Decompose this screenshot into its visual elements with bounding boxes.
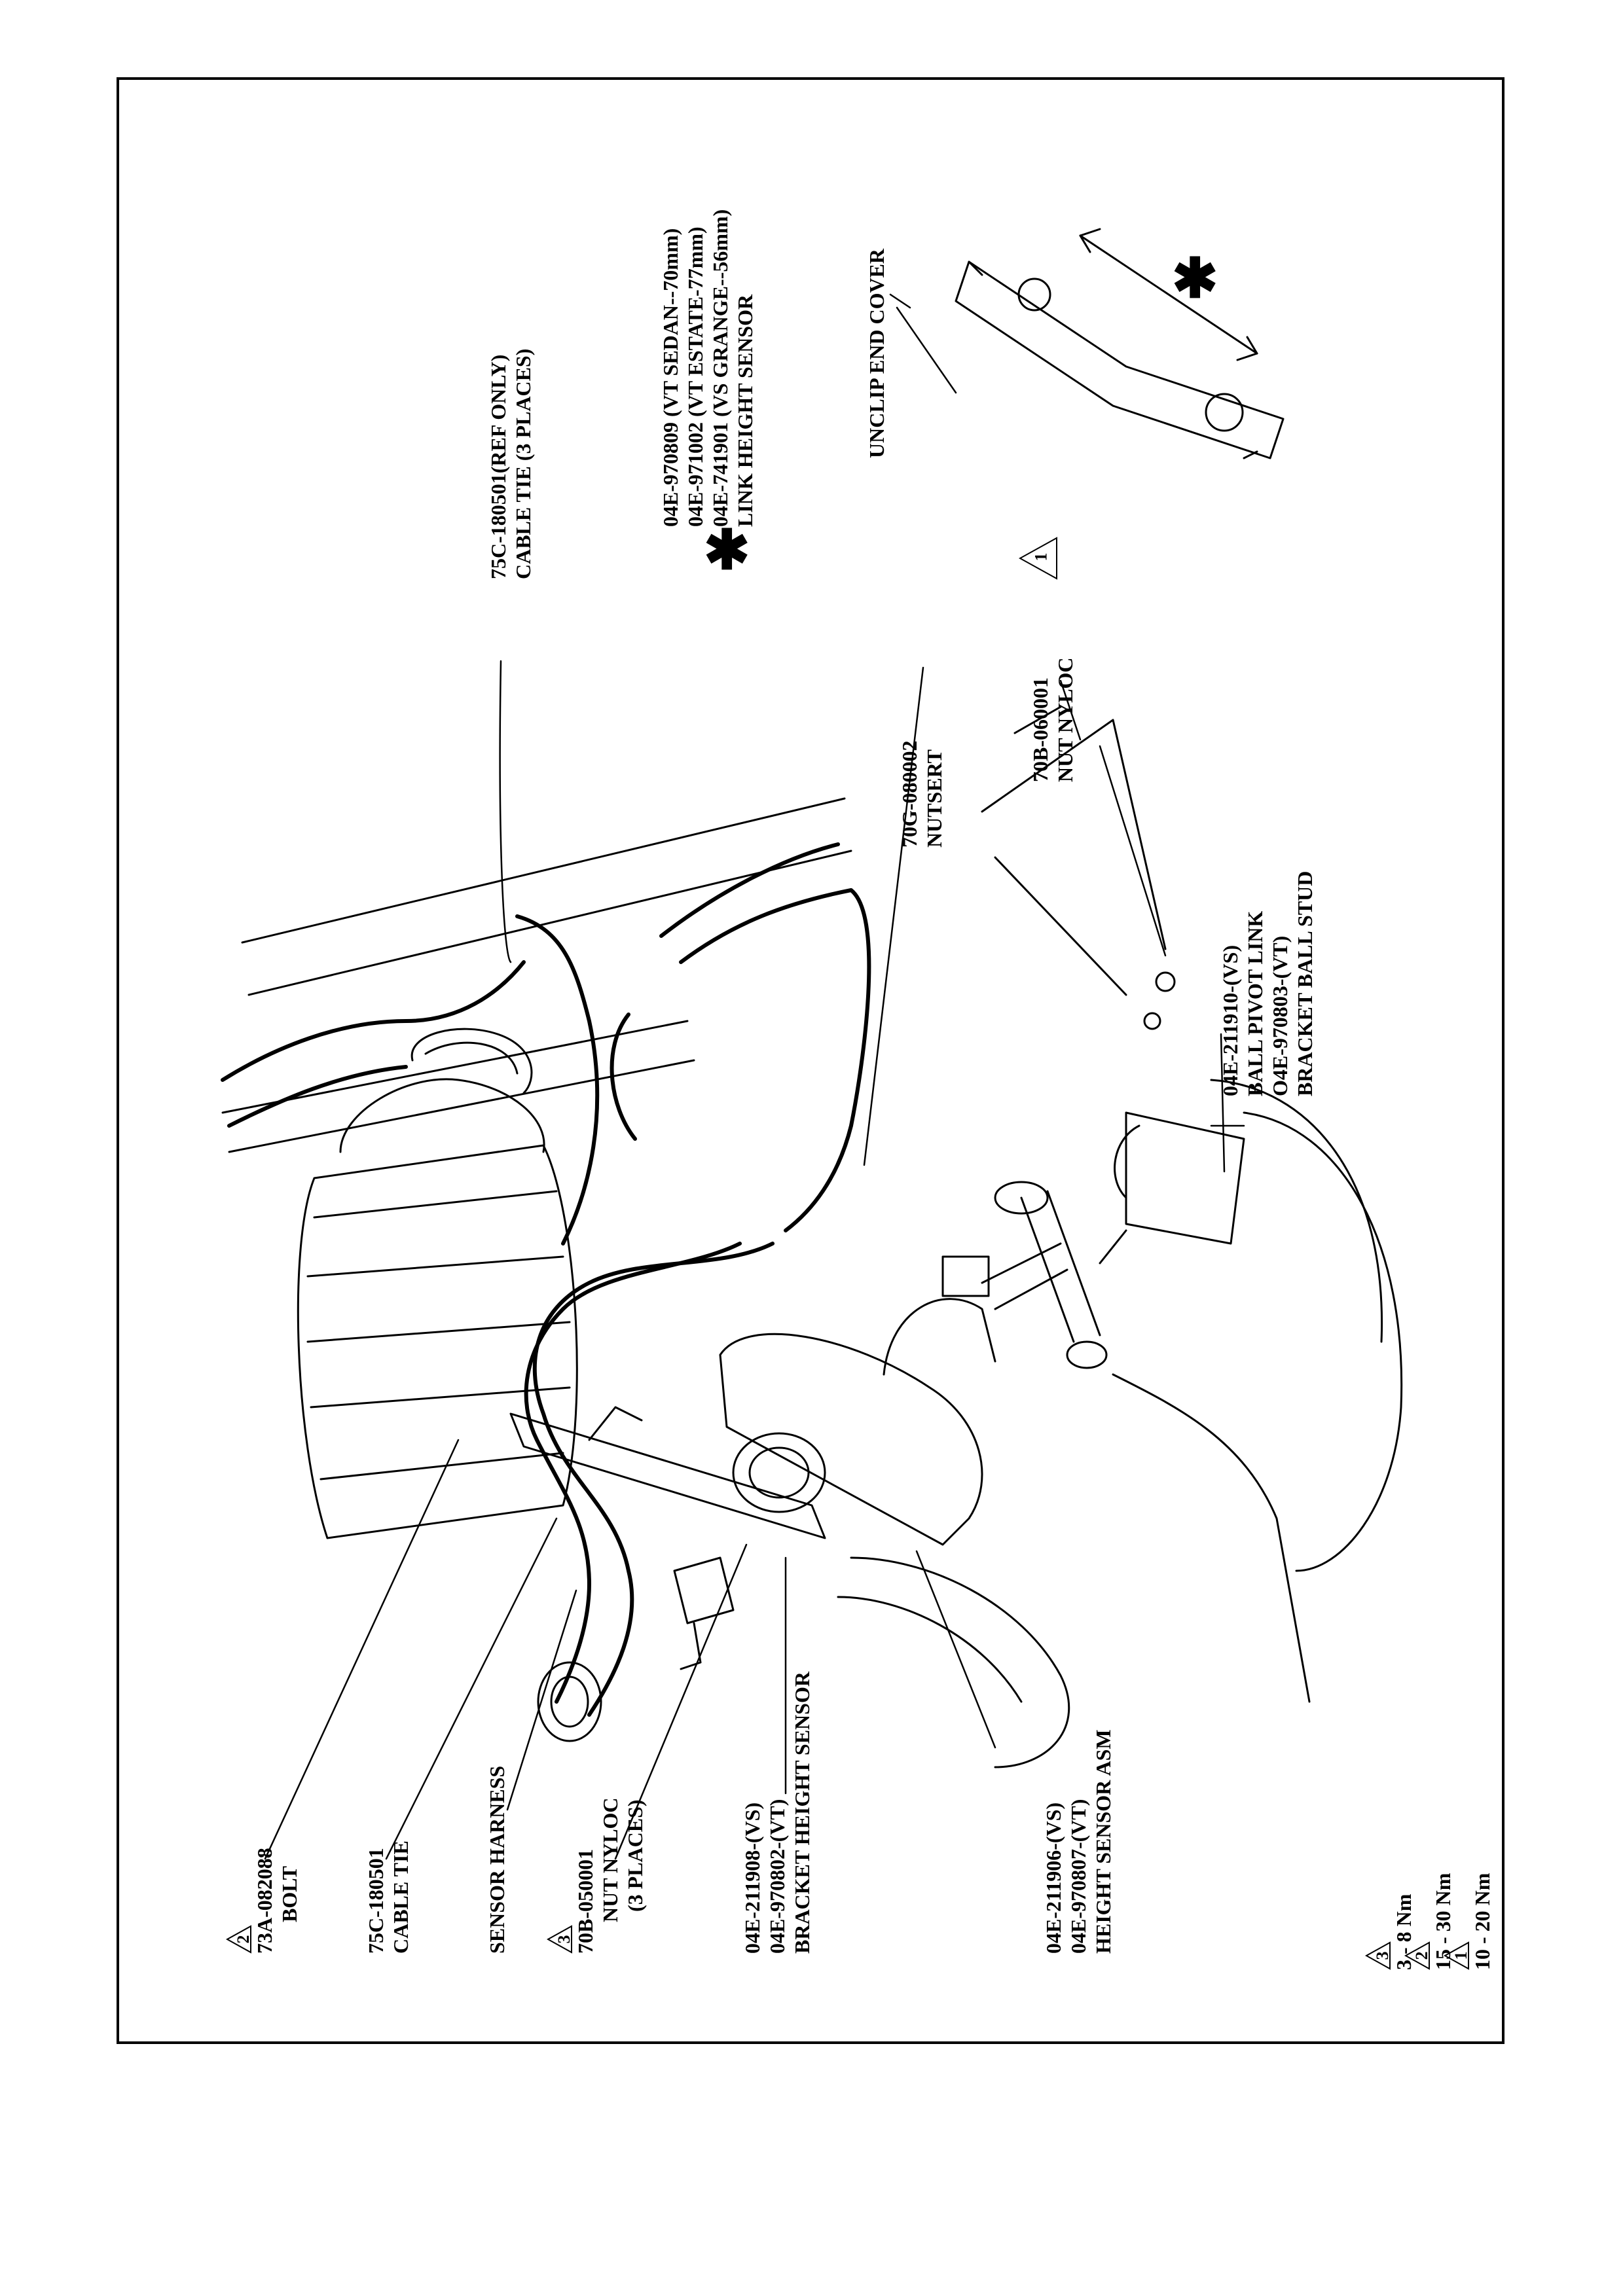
torque-badge-icon: 3 <box>547 1925 574 1954</box>
drawing-frame <box>117 77 1504 2044</box>
torque-badge-icon: 2 <box>1404 1941 1431 1970</box>
end-cover-inset <box>955 228 1285 459</box>
label-height-sensor-asm: 04E-211906-(VS) 04E-970807-(VT) HEIGHT S… <box>1042 1729 1115 1954</box>
label-unclip-end-cover: UNCLIP END COVER <box>865 248 888 458</box>
label-link-height-sensor: 04E-970809 (VT SEDAN--70mm) 04E-971002 (… <box>659 209 757 527</box>
torque-badge-icon: 1 <box>1019 537 1058 580</box>
torque-badge-icon: 1 <box>1444 1941 1470 1970</box>
torque-badge-icon: 3 <box>1365 1941 1392 1970</box>
frame-rails <box>221 706 1167 1153</box>
ball-pivot-bracket <box>1099 971 1245 1265</box>
sensor-harness-tube <box>221 842 871 1717</box>
lower-arm <box>837 1079 1403 1768</box>
torque-badge-icon: 2 <box>226 1925 253 1954</box>
label-nutsert: 70G-080002 NUTSERT <box>898 740 946 848</box>
link-rod <box>994 1181 1108 1369</box>
label-nut-nyloc-1: 70B-060001 NUT NYLOC <box>1029 657 1077 782</box>
height-sensor-assembly <box>719 1242 1068 1546</box>
asterisk-icon: ✱ <box>1172 249 1218 310</box>
harness-connector <box>537 1556 735 1742</box>
label-ball-pivot: 04E-211910-(VS) BALL PIVOT LINK O4E-9708… <box>1218 870 1317 1096</box>
label-sensor-harness: SENSOR HARNESS <box>485 1765 509 1954</box>
leader-lines <box>264 293 1245 1860</box>
label-cable-tie-ref: 75C-180501(REF ONLY) CABLE TIE (3 PLACES… <box>486 348 535 579</box>
bracket-height-sensor <box>509 1406 826 1539</box>
label-cable-tie: 75C-180501 CABLE TIE <box>364 1840 412 1954</box>
differential-boot <box>297 1028 578 1539</box>
asterisk-icon: ✱ <box>704 520 750 581</box>
label-bracket-height-sensor: 04E-211908-(VS) 04E-970802-(VT) BRACKET … <box>740 1672 814 1954</box>
